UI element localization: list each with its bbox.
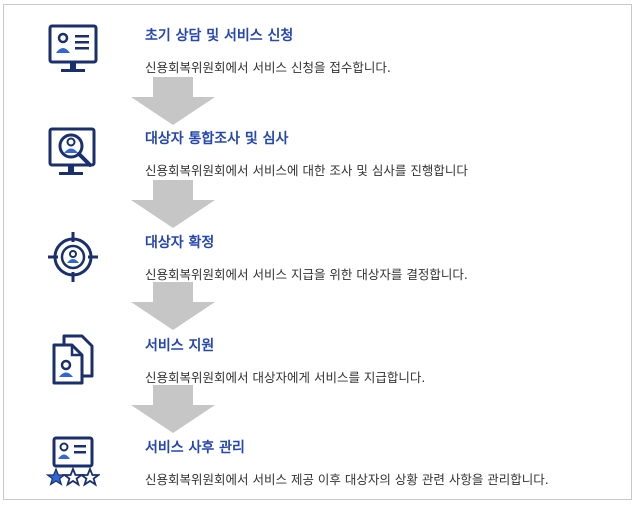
step-3: 대상자 확정 신용회복위원회에서 서비스 지급을 위한 대상자를 결정합니다. xyxy=(4,230,631,300)
step-description: 신용회복위원회에서 대상자에게 서비스를 지급합니다. xyxy=(145,370,426,385)
documents-person-icon xyxy=(46,333,100,387)
step-2: 대상자 통합조사 및 심사 신용회복위원회에서 서비스에 대한 조사 및 심사를… xyxy=(4,126,631,196)
down-arrow-icon xyxy=(131,180,215,228)
step-description: 신용회복위원회에서 서비스에 대한 조사 및 심사를 진행합니다 xyxy=(145,163,468,178)
down-arrow-icon xyxy=(131,77,215,125)
target-person-icon xyxy=(46,230,100,284)
step-4: 서비스 지원 신용회복위원회에서 대상자에게 서비스를 지급합니다. xyxy=(4,333,631,403)
step-title: 대상자 확정 xyxy=(145,235,215,251)
step-description: 신용회복위원회에서 서비스 제공 이후 대상자의 상황 관련 사항을 관리합니다… xyxy=(145,472,549,487)
profile-card-stars-icon xyxy=(46,435,100,489)
process-flow-diagram: 초기 상담 및 서비스 신청 신용회복위원회에서 서비스 신청을 접수합니다. … xyxy=(3,4,632,500)
step-5: 서비스 사후 관리 신용회복위원회에서 서비스 제공 이후 대상자의 상황 관련… xyxy=(4,435,631,505)
step-title: 서비스 사후 관리 xyxy=(145,440,245,456)
step-title: 초기 상담 및 서비스 신청 xyxy=(145,28,294,44)
monitor-magnifier-icon xyxy=(46,126,100,180)
step-title: 대상자 통합조사 및 심사 xyxy=(145,131,289,147)
monitor-profile-icon xyxy=(46,23,100,77)
down-arrow-icon xyxy=(131,282,215,330)
down-arrow-icon xyxy=(131,385,215,433)
step-description: 신용회복위원회에서 서비스 신청을 접수합니다. xyxy=(145,60,391,75)
step-1: 초기 상담 및 서비스 신청 신용회복위원회에서 서비스 신청을 접수합니다. xyxy=(4,23,631,93)
step-description: 신용회복위원회에서 서비스 지급을 위한 대상자를 결정합니다. xyxy=(145,267,468,282)
step-title: 서비스 지원 xyxy=(145,338,215,354)
